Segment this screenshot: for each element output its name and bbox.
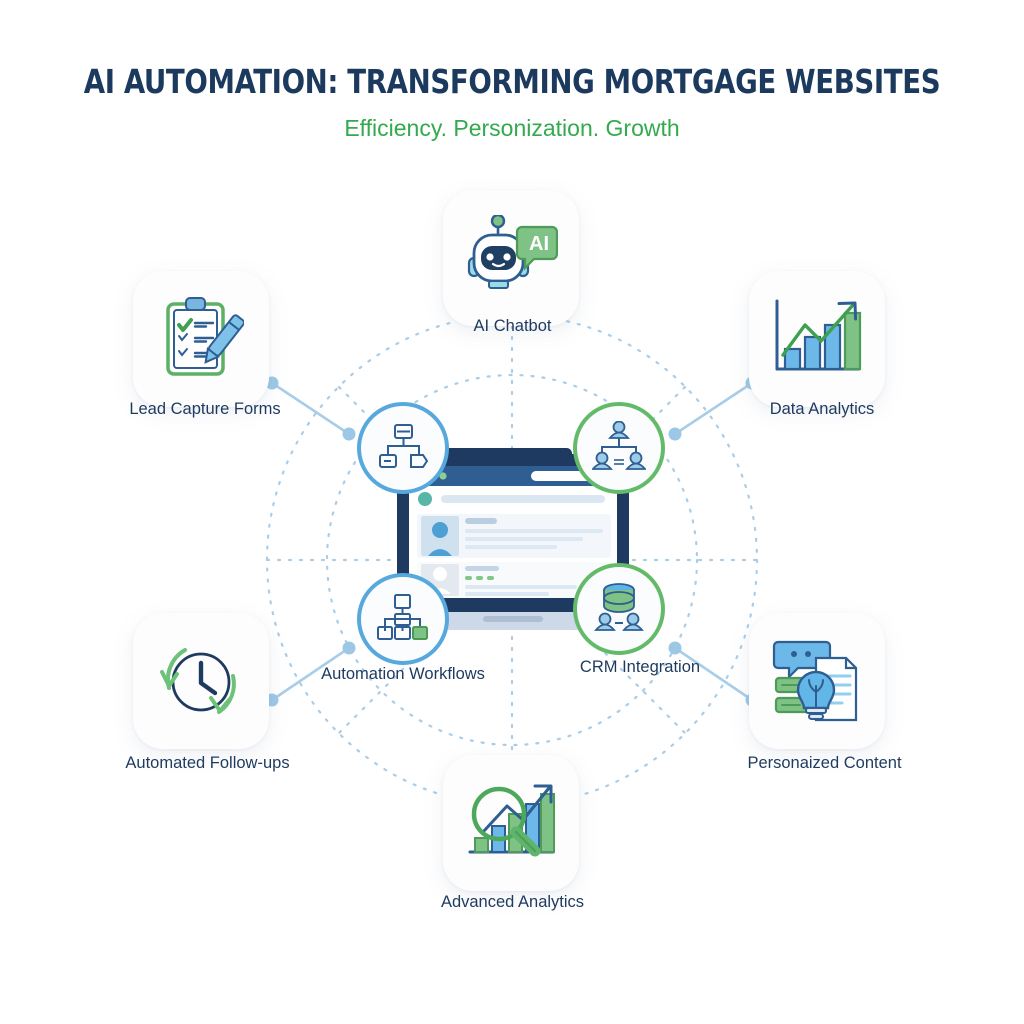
tile-automated-followups[interactable] [133,613,269,749]
tile-label-lead-capture-forms: Lead Capture Forms [129,400,281,418]
card-1-line-2 [465,537,583,541]
tile-personaized-content[interactable] [749,613,885,749]
dotted-circle-inner [325,373,699,747]
robot-chat-bubble-icon: AI [464,215,558,301]
avatar-head-2 [433,567,447,581]
lightbulb-document-icon [770,638,864,724]
chat-bubble-text: AI [529,233,549,255]
tile-label-personaized-content: Personaized Content [747,754,902,772]
card-2-line-2 [465,592,549,596]
inner-node-flowchart[interactable] [357,402,449,494]
card-2-line-1 [465,585,577,589]
header: AI AUTOMATION: TRANSFORMING MORTGAGE WEB… [0,62,1024,142]
page-title-bar [441,495,605,503]
tile-label-data-analytics: Data Analytics [769,400,875,418]
card-2-heading [465,566,499,571]
card-2-status-dots [465,576,494,580]
inner-node-label-crm-integration: CRM Integration [579,658,701,676]
tile-lead-capture-forms[interactable] [133,271,269,407]
inner-node-automation-workflows[interactable] [357,573,449,665]
card-1-line-1 [465,529,603,533]
magnifier-bar-chart-icon [465,780,557,866]
database-people-icon [592,582,646,637]
card-1-line-3 [465,545,557,549]
tile-label-automated-followups: Automated Follow-ups [125,754,290,772]
connector-lines [270,381,754,702]
tile-advanced-analytics[interactable] [443,755,579,891]
page-avatar-dot [418,492,432,506]
inner-node-label-automation-workflows: Automation Workflows [321,665,485,683]
flowchart-icon [377,422,429,475]
card-1-heading [465,518,497,524]
browser-dot-green [439,472,447,480]
laptop-notch [483,616,543,622]
inner-node-crm-integration[interactable] [573,563,665,655]
bar-chart-growth-arrow-icon [771,297,863,381]
clock-refresh-icon [155,636,247,726]
workflow-nodes-icon [377,593,429,646]
inner-node-org-chart[interactable] [573,402,665,494]
page-subtitle: Efficiency. Personization. Growth [344,115,680,141]
page-title: AI AUTOMATION: TRANSFORMING MORTGAGE WEB… [83,62,941,101]
tile-ai-chatbot[interactable]: AI [443,190,579,326]
org-chart-people-icon [591,420,647,476]
avatar-head-1 [432,522,448,538]
tile-data-analytics[interactable] [749,271,885,407]
avatar-body-1 [428,549,452,556]
tile-label-ai-chatbot: AI Chatbot [473,317,552,335]
clipboard-checklist-pen-icon [158,295,244,383]
tile-label-advanced-analytics: Advanced Analytics [440,893,585,911]
